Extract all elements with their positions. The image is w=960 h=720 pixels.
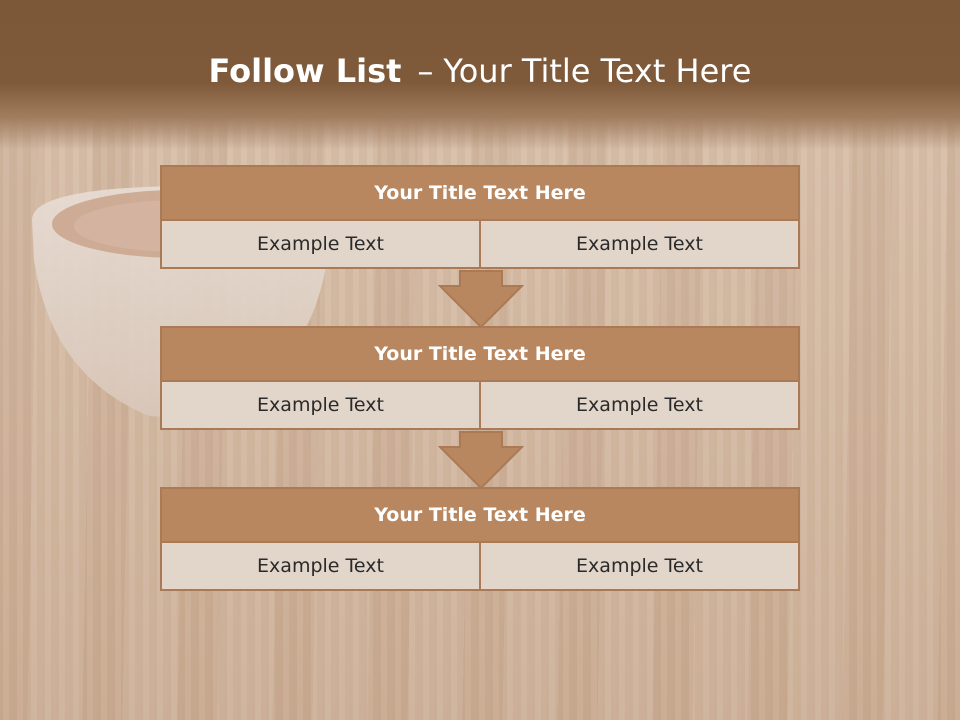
step-cell-left[interactable]: Example Text [160,219,481,269]
title-dash: – [417,52,434,90]
title-band [0,0,960,150]
step-block-2: Your Title Text Here Example Text Exampl… [160,326,800,430]
step-cell-right[interactable]: Example Text [479,541,800,591]
title-lead: Follow List [208,52,402,90]
step-title[interactable]: Your Title Text Here [160,326,800,382]
step-block-3: Your Title Text Here Example Text Exampl… [160,487,800,591]
step-row: Example Text Example Text [160,380,800,430]
step-cell-left[interactable]: Example Text [160,380,481,430]
down-arrow-icon [438,270,524,328]
down-arrow-icon [438,431,524,489]
step-row: Example Text Example Text [160,541,800,591]
step-block-1: Your Title Text Here Example Text Exampl… [160,165,800,269]
step-cell-right[interactable]: Example Text [479,219,800,269]
step-cell-left[interactable]: Example Text [160,541,481,591]
slide-title: Follow List–Your Title Text Here [0,52,960,90]
step-row: Example Text Example Text [160,219,800,269]
step-title[interactable]: Your Title Text Here [160,487,800,543]
step-title[interactable]: Your Title Text Here [160,165,800,221]
title-rest: Your Title Text Here [443,52,752,90]
step-cell-right[interactable]: Example Text [479,380,800,430]
